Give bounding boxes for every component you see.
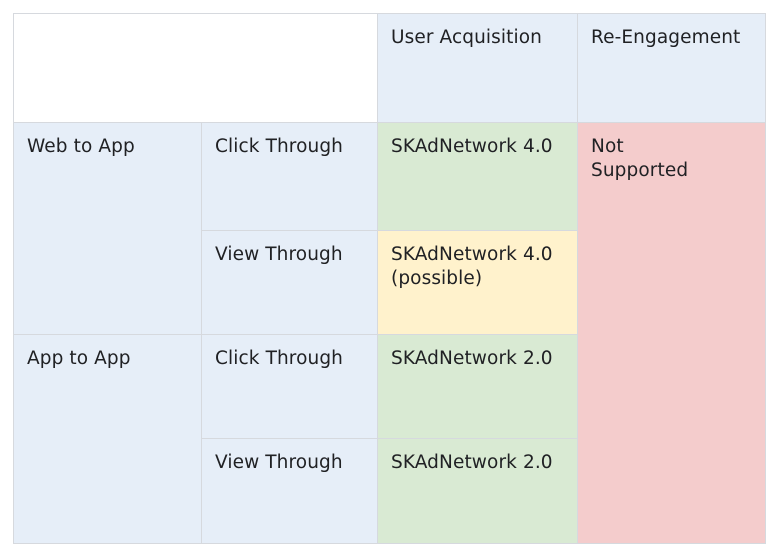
row-type-view-through: View Through [201, 438, 378, 544]
header-re-engagement: Re-Engagement [577, 13, 766, 123]
row-type-view-through: View Through [201, 230, 378, 335]
table-row: App to App Click Through SKAdNetwork 2.0 [13, 334, 766, 544]
empty-corner-cell [13, 13, 378, 123]
table-row: Web to App Click Through SKAdNetwork 4.0… [13, 122, 766, 544]
row-type-click-through: Click Through [201, 122, 378, 231]
table-row: View Through SKAdNetwork 2.0 [14, 438, 766, 544]
header-user-acquisition: User Acquisition [377, 13, 578, 123]
ua-cell-supported: SKAdNetwork 4.0 [377, 122, 578, 231]
ua-cell-possible: SKAdNetwork 4.0 (possible) [377, 230, 578, 335]
group-label-app-to-app: App to App [13, 334, 202, 544]
attribution-support-table: User Acquisition Re-Engagement Web to Ap… [13, 13, 766, 544]
table-row: View Through SKAdNetwork 4.0 (possible) [14, 230, 766, 335]
ua-cell-supported: SKAdNetwork 2.0 [377, 334, 578, 439]
ua-cell-supported: SKAdNetwork 2.0 [377, 438, 578, 544]
group-label-web-to-app: Web to App [13, 122, 202, 335]
row-type-click-through: Click Through [201, 334, 378, 439]
re-engagement-not-supported-cell: Not Supported [577, 122, 766, 544]
header-row: User Acquisition Re-Engagement [13, 13, 766, 123]
